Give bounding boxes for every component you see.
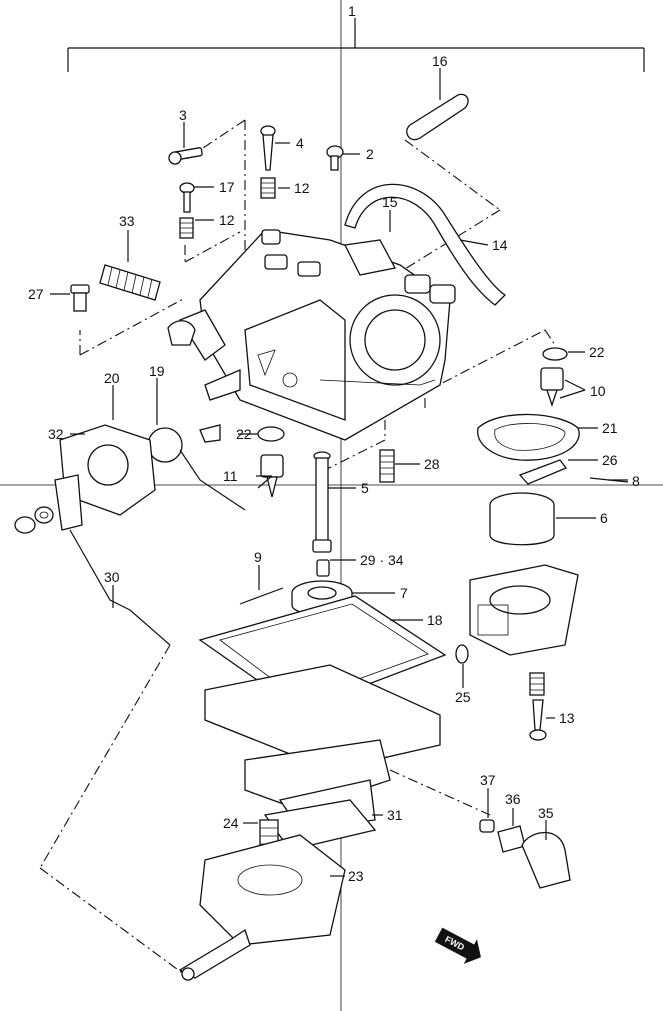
label-33: 33: [119, 213, 135, 229]
label-12-upper: 12: [294, 180, 310, 196]
label-36: 36: [505, 791, 521, 807]
label-28: 28: [424, 456, 440, 472]
oring-25: [455, 644, 469, 664]
label-27: 27: [28, 286, 44, 302]
label-2: 2: [366, 146, 374, 162]
label-15: 15: [382, 194, 398, 210]
spring-12-upper: [260, 177, 276, 199]
label-22-lower: 22: [236, 426, 252, 442]
screw-3: [168, 147, 203, 165]
shaft-5: [312, 451, 332, 553]
fuel-pump-cover: [469, 564, 579, 656]
label-32: 32: [48, 426, 64, 442]
screw-17: [179, 182, 195, 213]
drain-screw-13: [529, 672, 547, 741]
label-30: 30: [104, 569, 120, 585]
oring-22-upper: [542, 347, 568, 361]
label-20: 20: [104, 370, 120, 386]
spring-28: [379, 449, 395, 483]
jet-27: [70, 284, 90, 312]
label-26: 26: [602, 452, 618, 468]
callout-leaders: [50, 68, 628, 877]
screw-2: [326, 145, 344, 171]
label-23: 23: [348, 868, 364, 884]
link-rod-30: [69, 529, 171, 646]
label-11: 11: [223, 468, 238, 484]
label-16: 16: [432, 53, 448, 69]
label-19: 19: [149, 363, 165, 379]
threaded-stud-33: [99, 264, 161, 301]
assembly-bracket: [67, 18, 645, 72]
label-12-lower: 12: [219, 212, 235, 228]
jet-holder-36: [497, 825, 526, 853]
label-13: 13: [559, 710, 575, 726]
jet-37: [479, 819, 495, 833]
nut-and-washer: [14, 506, 54, 534]
label-1: 1: [348, 3, 356, 19]
label-29-34: 29 · 34: [360, 552, 404, 568]
label-14: 14: [492, 237, 508, 253]
carburetor-body: [167, 229, 456, 443]
fwd-direction-badge: FWD: [434, 927, 481, 964]
label-3: 3: [179, 107, 187, 123]
label-7: 7: [400, 585, 408, 601]
fuel-hose-14: [344, 183, 507, 306]
spring-12-lower: [179, 217, 194, 239]
label-8: 8: [632, 473, 640, 489]
pin-9: [239, 587, 284, 605]
label-21: 21: [602, 420, 618, 436]
label-35: 35: [538, 805, 554, 821]
vent-hose-16: [406, 93, 469, 141]
clip-26: [518, 459, 568, 485]
label-24: 24: [223, 815, 239, 831]
label-31: 31: [387, 807, 403, 823]
label-4: 4: [296, 135, 304, 151]
float-6: [489, 492, 555, 546]
label-10: 10: [590, 383, 606, 399]
label-18: 18: [427, 612, 443, 628]
callout-labels: 1 2 3 4 5 6 7 8 9 10 11 12 12 13 14 15 1…: [28, 3, 640, 884]
valve-10: [540, 367, 564, 408]
label-5: 5: [361, 480, 369, 496]
hose-route-lines: [39, 119, 556, 976]
label-9: 9: [254, 549, 262, 565]
label-25: 25: [455, 689, 471, 705]
oring-22-lower: [257, 426, 285, 442]
cap-35: [521, 832, 571, 889]
label-22-upper: 22: [589, 344, 605, 360]
screw-4: [260, 125, 276, 171]
gasket-21: [477, 413, 580, 461]
choke-housing-20: [54, 424, 156, 531]
label-37: 37: [480, 772, 496, 788]
valve-11: [260, 454, 284, 498]
label-6: 6: [600, 510, 608, 526]
pump-diaphragm-23: [178, 834, 346, 981]
nozzle-29-34: [316, 559, 330, 577]
label-17: 17: [219, 179, 235, 195]
